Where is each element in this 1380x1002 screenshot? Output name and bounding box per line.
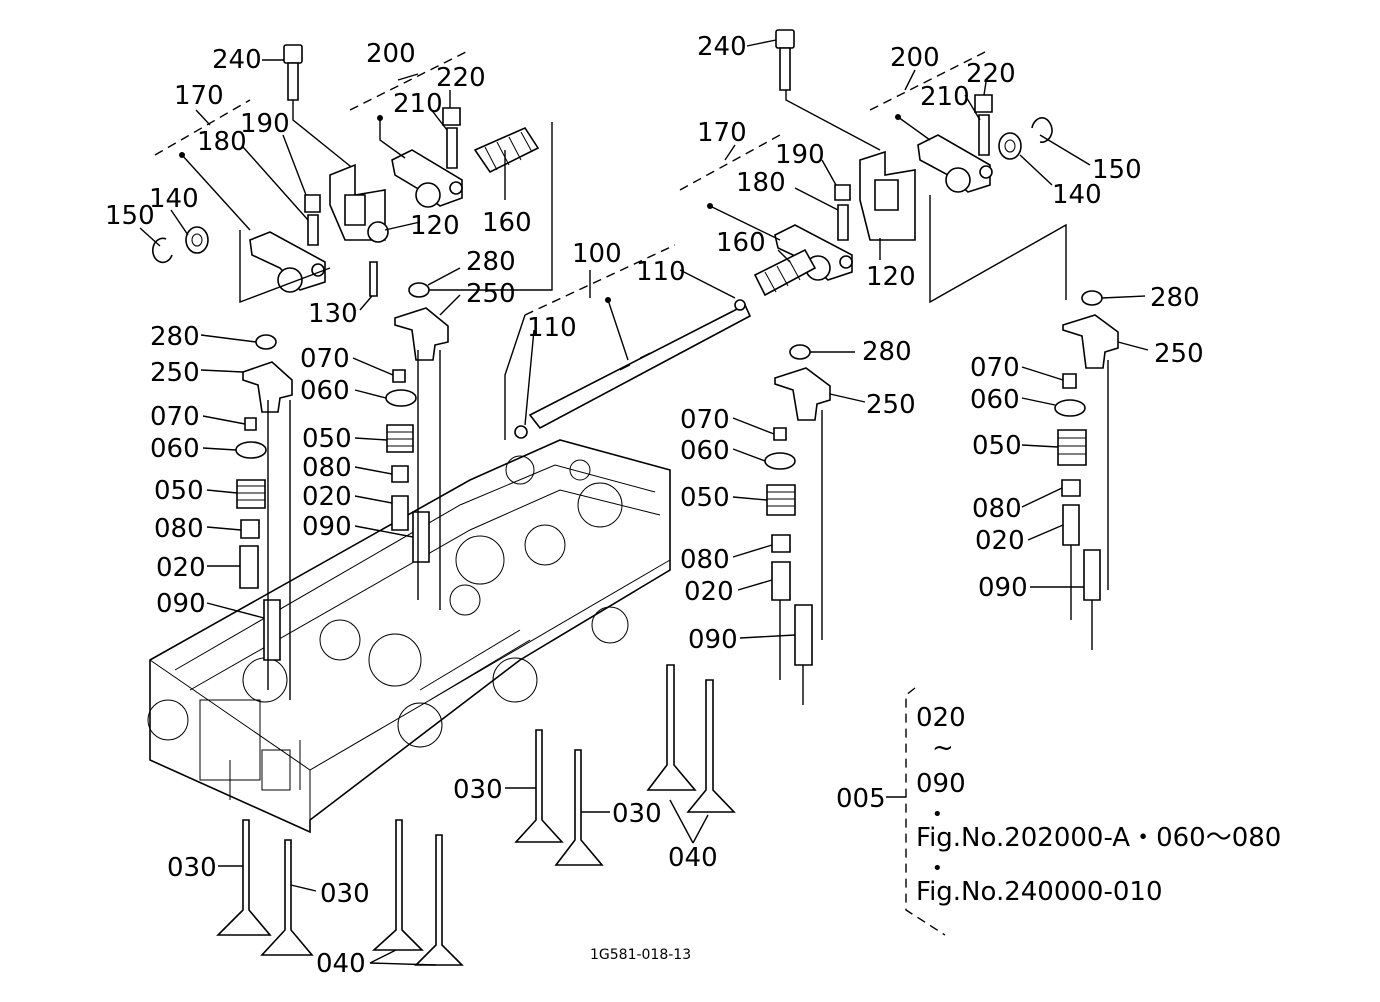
- callout-120-left: 120: [410, 211, 460, 241]
- callout-170-right: 170: [697, 118, 747, 148]
- callout-280-right: 280: [1150, 283, 1200, 313]
- callout-060-mid-right: 060: [680, 436, 730, 466]
- callout-170-left: 170: [174, 81, 224, 111]
- callout-050-left: 050: [154, 476, 204, 506]
- part-labels: 240 200 170 220 210 190 180 150 140 120 …: [105, 32, 1204, 979]
- callout-020-right: 020: [975, 526, 1025, 556]
- callout-250-right: 250: [1154, 339, 1204, 369]
- callout-060-right: 060: [970, 385, 1020, 415]
- kit-number: 005: [836, 784, 886, 814]
- callout-030-bottom-left-1: 030: [167, 853, 217, 883]
- callout-240-left: 240: [212, 45, 262, 75]
- callout-070-left: 070: [150, 402, 200, 432]
- callout-070-center: 070: [300, 344, 350, 374]
- callout-280-left: 280: [150, 322, 200, 352]
- callout-050-mid-right: 050: [680, 483, 730, 513]
- kit-bullet-1: •: [932, 804, 943, 825]
- callout-090-right: 090: [978, 573, 1028, 603]
- callout-090-mid-right: 090: [688, 625, 738, 655]
- callout-040-bottom-center: 040: [668, 843, 718, 873]
- callout-120-right: 120: [866, 262, 916, 292]
- callout-250-center: 250: [466, 279, 516, 309]
- callout-080-left: 080: [154, 514, 204, 544]
- callout-080-right: 080: [972, 494, 1022, 524]
- callout-190-left: 190: [240, 109, 290, 139]
- callout-020-mid-right: 020: [684, 577, 734, 607]
- kit-ref-line-1: Fig.No.202000-A・060～080: [916, 823, 1281, 853]
- callout-140-left: 140: [149, 184, 199, 214]
- callout-050-right: 050: [972, 431, 1022, 461]
- callout-250-mid-right: 250: [866, 390, 916, 420]
- callout-210-right: 210: [920, 82, 970, 112]
- callout-150-right: 150: [1092, 155, 1142, 185]
- callout-030-bottom-center-1: 030: [453, 775, 503, 805]
- callout-060-left: 060: [150, 434, 200, 464]
- callout-190-right: 190: [775, 140, 825, 170]
- callout-240-right: 240: [697, 32, 747, 62]
- callout-200-left: 200: [366, 39, 416, 69]
- left-rocker-assembly: [151, 44, 553, 304]
- valves: [216, 664, 736, 966]
- drawing-reference-number: 1G581-018-13: [590, 947, 691, 963]
- callout-030-bottom-center-2: 030: [612, 799, 662, 829]
- callout-090-center: 090: [302, 512, 352, 542]
- callout-220-right: 220: [966, 59, 1016, 89]
- callout-280-center: 280: [466, 247, 516, 277]
- callout-100: 100: [572, 239, 622, 269]
- callout-080-mid-right: 080: [680, 545, 730, 575]
- callout-180-left: 180: [197, 127, 247, 157]
- kit-range-start: 020: [916, 703, 966, 733]
- callout-080-center: 080: [302, 453, 352, 483]
- kit-bracket: [886, 687, 946, 936]
- kit-ref-line-2: Fig.No.240000-010: [916, 877, 1162, 907]
- callout-020-center: 020: [302, 482, 352, 512]
- callout-160-right: 160: [716, 228, 766, 258]
- callout-140-right: 140: [1052, 180, 1102, 210]
- callout-020-left: 020: [156, 553, 206, 583]
- callout-070-mid-right: 070: [680, 405, 730, 435]
- callout-150-left: 150: [105, 201, 155, 231]
- valve-stacks: [235, 282, 1119, 705]
- kit-range-end: 090: [916, 769, 966, 799]
- callout-180-right: 180: [736, 168, 786, 198]
- leader-lines: [139, 39, 1149, 966]
- callout-090-left: 090: [156, 589, 206, 619]
- callout-210-left: 210: [393, 89, 443, 119]
- callout-060-center: 060: [300, 376, 350, 406]
- callout-110-lower: 110: [527, 313, 577, 343]
- callout-040-bottom-left: 040: [316, 949, 366, 979]
- callout-160-left: 160: [482, 208, 532, 238]
- callout-250-left: 250: [150, 358, 200, 388]
- rocker-shaft: [504, 244, 752, 440]
- cylinder-head: [147, 439, 671, 834]
- callout-130-left: 130: [308, 299, 358, 329]
- callout-220-left: 220: [436, 63, 486, 93]
- right-rocker-assembly: [679, 29, 1067, 304]
- callout-110-upper: 110: [636, 257, 686, 287]
- callout-280-mid-right: 280: [862, 337, 912, 367]
- callout-070-right: 070: [970, 353, 1020, 383]
- callout-050-center: 050: [302, 424, 352, 454]
- kit-range-tilde: ~: [932, 733, 954, 763]
- kit-note: 005 020 ~ 090 • Fig.No.202000-A・060～080 …: [836, 703, 1281, 907]
- callout-030-bottom-left-2: 030: [320, 879, 370, 909]
- kit-bullet-2: •: [932, 858, 943, 879]
- callout-200-right: 200: [890, 43, 940, 73]
